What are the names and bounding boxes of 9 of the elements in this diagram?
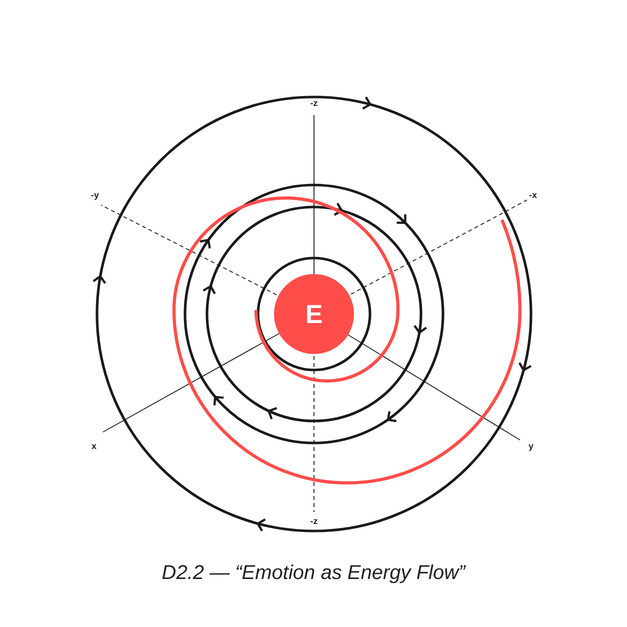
axis-label: -z bbox=[310, 98, 318, 108]
axis-label: -y bbox=[91, 190, 99, 200]
axis-label: -z bbox=[310, 516, 318, 526]
energy-circle bbox=[274, 274, 354, 354]
axis-label: x bbox=[92, 441, 96, 451]
node-label: E bbox=[305, 298, 323, 330]
axis-label: -x bbox=[529, 190, 537, 200]
axis-label: y bbox=[528, 441, 534, 451]
caption: D2.2 — “Emotion as Energy Flow” bbox=[160, 562, 467, 585]
